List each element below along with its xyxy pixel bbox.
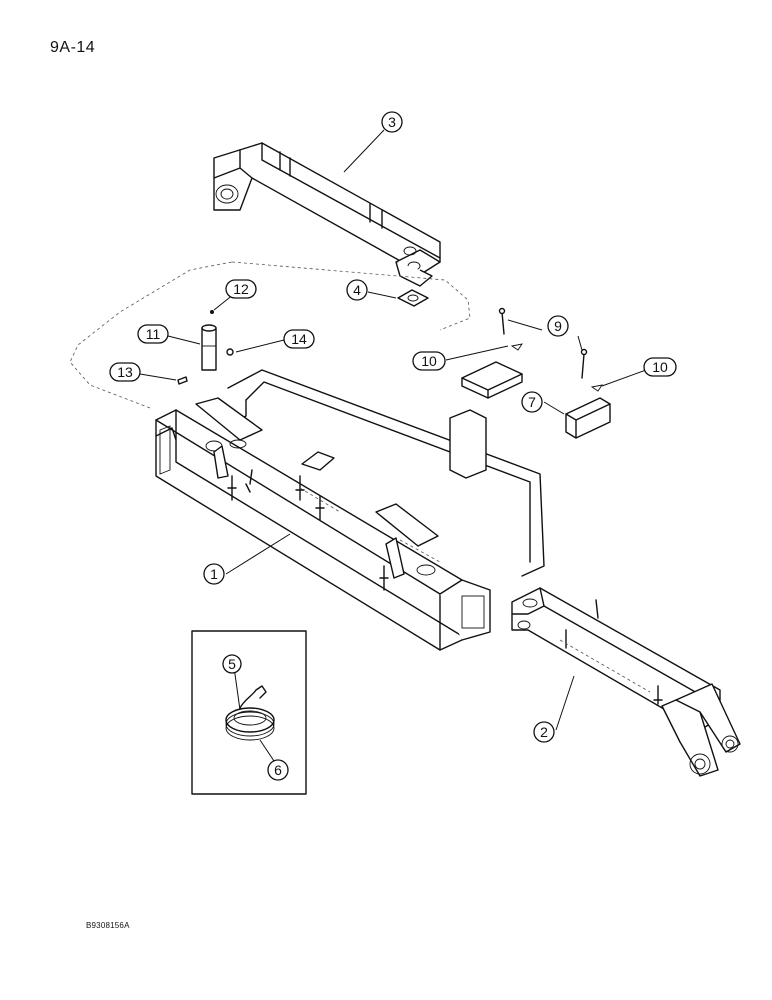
callout-13: 13 [109,362,141,382]
part-7-brackets [461,361,611,439]
part-11-pin [201,324,217,371]
part-3-upper-arm [213,142,441,287]
callout-10-left: 10 [412,351,446,371]
svg-text:3: 3 [388,114,396,130]
part-10-clips [510,343,603,392]
svg-text:7: 7 [528,394,536,410]
svg-text:11: 11 [146,326,161,342]
callout-5: 5 [222,654,242,674]
leader-lines [139,129,647,765]
callout-6: 6 [267,759,289,781]
callout-10-right: 10 [643,357,677,377]
part-13-bolt [177,376,188,385]
part-1-main-frame [155,369,545,651]
part-14-fitting [226,348,234,356]
svg-text:12: 12 [233,281,249,297]
svg-text:13: 13 [117,364,133,380]
callout-11: 11 [137,324,169,344]
callout-4: 4 [346,279,368,301]
figure-code: B9308156A [86,921,130,930]
svg-text:4: 4 [353,282,361,298]
callout-12: 12 [225,279,257,299]
inset-box [191,630,307,795]
page-number: 9A-14 [50,39,96,56]
callout-7: 7 [521,391,543,413]
svg-text:6: 6 [274,762,282,778]
callouts: 1 2 3 4 5 6 7 9 [109,111,677,781]
svg-text:9: 9 [554,318,562,334]
part-4-gasket [397,289,429,307]
svg-text:10: 10 [652,359,668,375]
callout-14: 14 [283,329,315,349]
svg-text:10: 10 [421,353,437,369]
callout-2: 2 [533,721,555,743]
svg-text:5: 5 [228,656,236,672]
part-12-ball [210,310,214,314]
callout-1: 1 [203,563,225,585]
part-9-pins [498,307,588,379]
callout-3: 3 [381,111,403,133]
part-2-lower-arm [511,587,741,777]
dashed-enclosure [69,261,471,409]
callout-9: 9 [547,315,569,337]
svg-text:2: 2 [540,724,548,740]
svg-text:14: 14 [291,331,307,347]
svg-text:1: 1 [210,566,218,582]
